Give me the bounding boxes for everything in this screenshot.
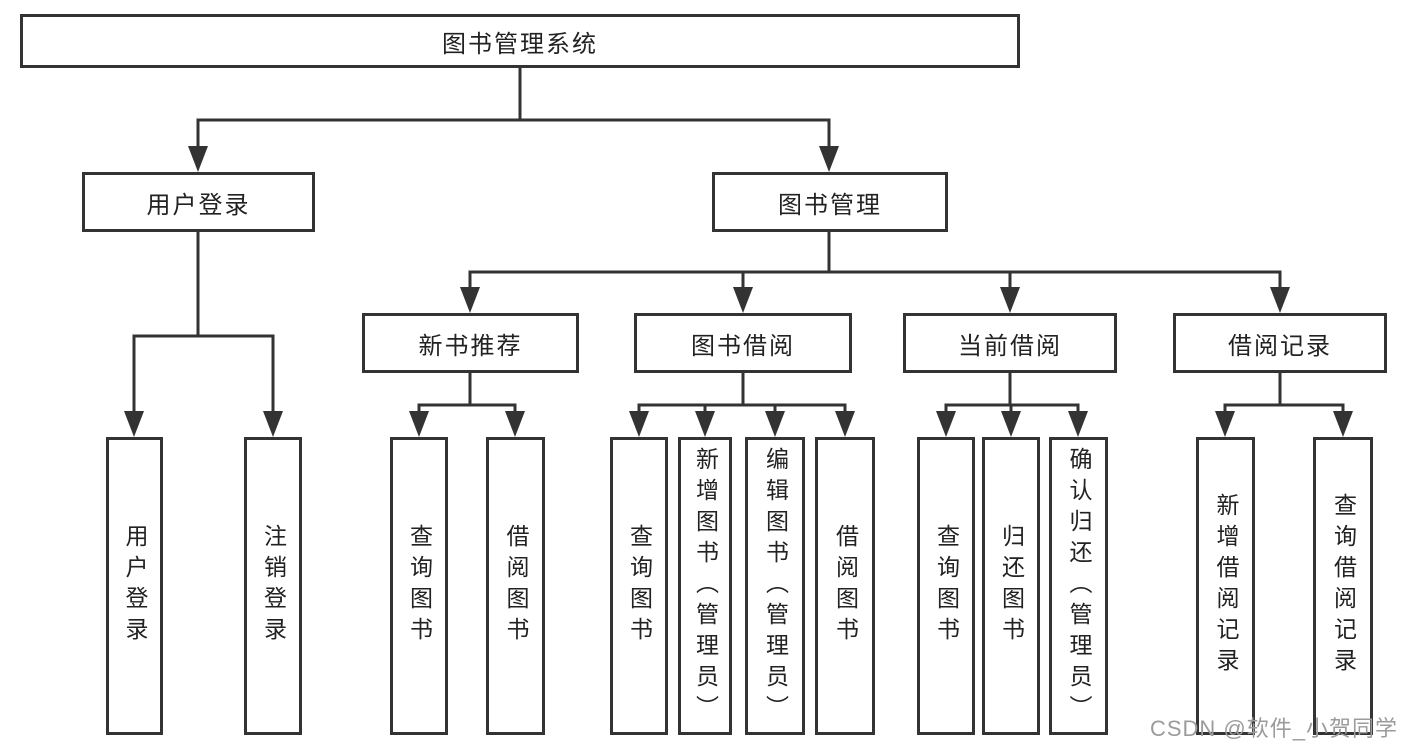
leaf-logout: 注销登录	[244, 437, 302, 735]
node-borrowing-records: 借阅记录	[1173, 313, 1387, 373]
node-user-login: 用户登录	[82, 172, 315, 232]
leaf-add-books-admin: 新增图书（管理员）	[678, 437, 732, 735]
leaf-borrow-books-borrowing: 借阅图书	[815, 437, 875, 735]
leaf-user-login: 用户登录	[106, 437, 163, 735]
csdn-watermark: CSDN @软件_小贺同学	[1149, 716, 1398, 741]
node-book-borrowing: 图书借阅	[634, 313, 852, 373]
leaf-query-books-borrowing: 查询图书	[610, 437, 668, 735]
leaf-edit-books-admin: 编辑图书（管理员）	[745, 437, 805, 735]
leaf-query-books-current: 查询图书	[917, 437, 975, 735]
leaf-query-borrow-record: 查询借阅记录	[1313, 437, 1373, 735]
node-root-library-system: 图书管理系统	[20, 14, 1020, 68]
node-book-management: 图书管理	[712, 172, 948, 232]
leaf-borrow-books-recommend: 借阅图书	[486, 437, 545, 735]
leaf-query-books-recommend: 查询图书	[390, 437, 448, 735]
leaf-return-books: 归还图书	[982, 437, 1040, 735]
node-current-borrowing: 当前借阅	[903, 313, 1117, 373]
node-new-book-recommend: 新书推荐	[362, 313, 579, 373]
leaf-add-borrow-record: 新增借阅记录	[1196, 437, 1255, 735]
leaf-confirm-return-admin: 确认归还（管理员）	[1049, 437, 1108, 735]
